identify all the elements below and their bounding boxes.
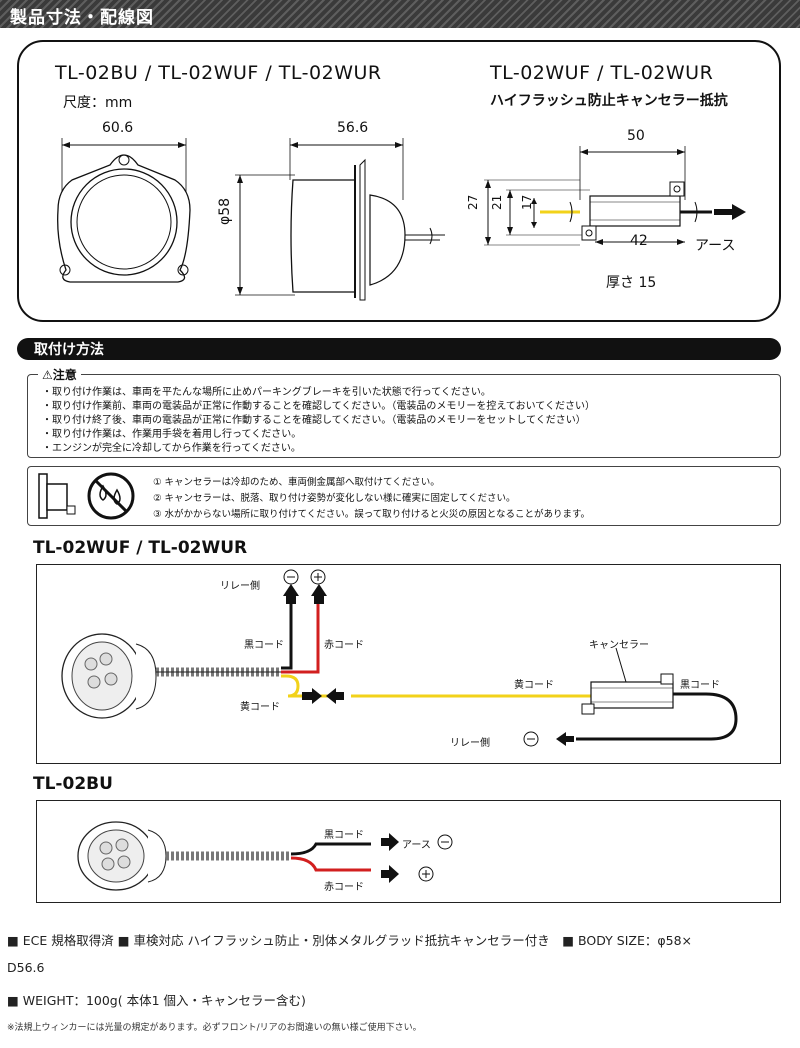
caution-line: ・取り付け作業は、車両を平たんな場所に止めパーキングブレーキを引いた状態で行って… [42,387,491,398]
res-width-label: 42 [630,233,648,249]
relay-side-top-label: リレー側 [220,581,260,592]
yellow-cord-right-label: 黄コード [514,680,554,691]
install-method-title: 取付け方法 [34,342,104,358]
install-method-bar [17,338,781,360]
header-title: 製品寸法・配線図 [10,8,154,28]
res-height-21-label: 21 [490,194,504,210]
side-depth-label: 56.6 [337,120,369,136]
no-water-icon [87,472,135,520]
relay-side-bottom-label: リレー側 [450,738,490,749]
yellow-wire-left [281,674,328,698]
wiring1-diagram [61,569,738,747]
section-header-bar [0,0,800,28]
mount-bracket-icon [38,473,76,519]
spec-line-3: ■ WEIGHT：100g( 本体1 個入・キャンセラー含む) [7,993,306,1008]
header-stripes [0,0,800,28]
side-rear-cap [369,194,406,286]
dimensions-left-title: TL-02BU / TL-02WUF / TL-02WUR [55,62,382,84]
warning-line: ② キャンセラーは、脱落、取り付け姿勢が変化しない様に確実に固定してください。 [153,493,516,504]
red-wire-2 [290,856,371,872]
side-view-drawing [235,138,445,301]
lamp-unit-2 [77,821,167,891]
res-length-label: 50 [627,128,645,144]
front-lens [76,174,172,270]
res-height-17-label: 17 [520,194,534,210]
wiring1-title: TL-02WUF / TL-02WUR [33,538,248,558]
canceller-body [590,681,674,709]
wiring2-title: TL-02BU [33,774,113,794]
black-cord-label-2: 黒コード [324,830,364,841]
warning-box [27,466,781,526]
warning-line: ① キャンセラーは冷却のため、車両側金属部へ取付けてください。 [153,477,440,488]
canceller-label: キャンセラー [589,640,649,651]
canceller-subtitle: ハイフラッシュ防止キャンセラー抵抗 [490,93,728,109]
caution-box [27,374,781,458]
footnote: ※法規上ウィンカーには光量の規定があります。必ずフロント/リアのお間違いの無い様… [7,1023,422,1033]
front-view-drawing [57,138,191,283]
black-wire-right [576,692,738,741]
diameter-label: φ58 [217,197,233,225]
caution-title: ⚠注意 [38,366,81,383]
red-wire-top [281,604,320,674]
spec-line-1: ■ ECE 規格取得済 ■ 車検対応 ハイフラッシュ防止・別体メタルグラッド抵抗… [7,933,692,948]
wiring2-panel [36,800,781,903]
front-housing [57,154,191,283]
front-width-label: 60.6 [102,120,134,136]
side-housing [290,179,356,293]
unit-label: 尺度：mm [63,95,133,111]
thickness-label: 厚さ 15 [606,275,657,291]
caution-line: ・取り付け作業前、車両の電装品が正常に作動することを確認してください。（電装品の… [42,401,595,412]
ground-label-2: アース [402,840,431,851]
lamp-unit-1 [61,633,157,719]
red-cord-label-2: 赤コード [324,882,364,893]
dimensions-right-title: TL-02WUF / TL-02WUR [490,62,714,84]
black-cord-label: 黒コード [244,640,284,651]
caution-line: ・取り付け終了後、車両の電装品が正常に作動することを確認してください。（電装品の… [42,415,586,426]
warning-icons [38,472,135,520]
wiring2-diagram [77,821,453,891]
black-wire-top [281,604,293,670]
wiring1-panel [36,564,781,764]
spec-line-2: D56.6 [7,960,45,975]
res-height-27-label: 27 [466,194,480,210]
black-cord-right-label: 黒コード [680,680,720,691]
black-wire-2 [290,842,371,856]
yellow-cord-left-label: 黄コード [240,702,280,713]
caution-line: ・エンジンが完全に冷却してから作業を行ってください。 [42,443,301,454]
warning-line: ③ 水がかからない場所に取り付けてください。誤って取り付けると火災の原因となるこ… [153,509,591,520]
dimensions-panel [17,40,781,322]
front-outer-ring [70,168,178,276]
resistor-body [589,195,681,227]
canceller-resistor-drawing [484,146,746,246]
caution-line: ・取り付け作業は、作業用手袋を着用し行ってください。 [42,429,302,440]
ground-label: アース [695,238,736,254]
red-cord-label: 赤コード [324,640,364,651]
